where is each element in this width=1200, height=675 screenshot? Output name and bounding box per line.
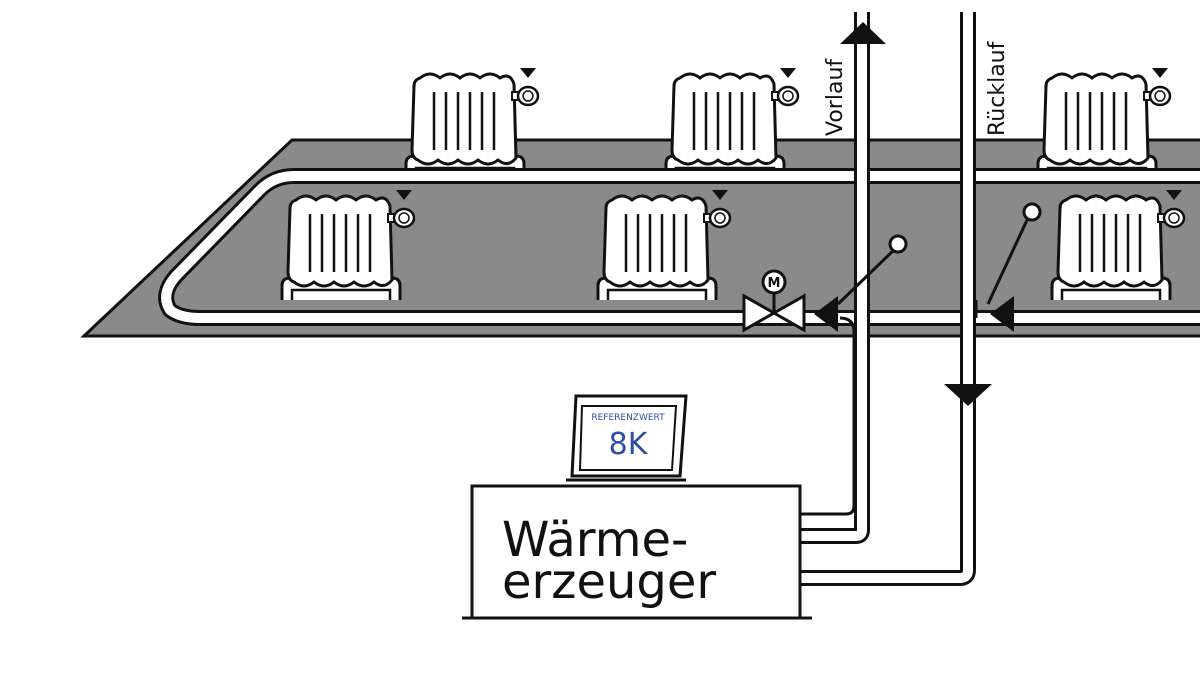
mixing-valve: M — [742, 269, 806, 333]
supply-flow-arrow — [840, 22, 886, 44]
valve-motor-icon — [761, 269, 787, 295]
heat-generator: Wärme- erzeuger — [462, 484, 812, 620]
supply-label: Vorlauf — [823, 58, 848, 136]
return-temperature-sensor — [986, 202, 1042, 332]
generator-label-line1: Wärme- — [502, 512, 688, 568]
radiator-back-1 — [404, 66, 540, 180]
return-riser — [800, 12, 992, 586]
display-title: REFERENZWERT — [591, 413, 665, 423]
radiator-back-2 — [664, 66, 800, 180]
display-value: 8K — [609, 427, 649, 462]
valve-motor-label: M — [768, 276, 781, 291]
radiator-back-3 — [1036, 66, 1172, 180]
return-flow-arrow — [944, 384, 992, 406]
controller-display: REFERENZWERT 8K — [566, 394, 688, 482]
supply-temperature-sensor — [814, 234, 908, 332]
supply-riser — [800, 12, 886, 544]
generator-label-line2: erzeuger — [502, 554, 716, 610]
return-label: Rücklauf — [985, 40, 1010, 136]
